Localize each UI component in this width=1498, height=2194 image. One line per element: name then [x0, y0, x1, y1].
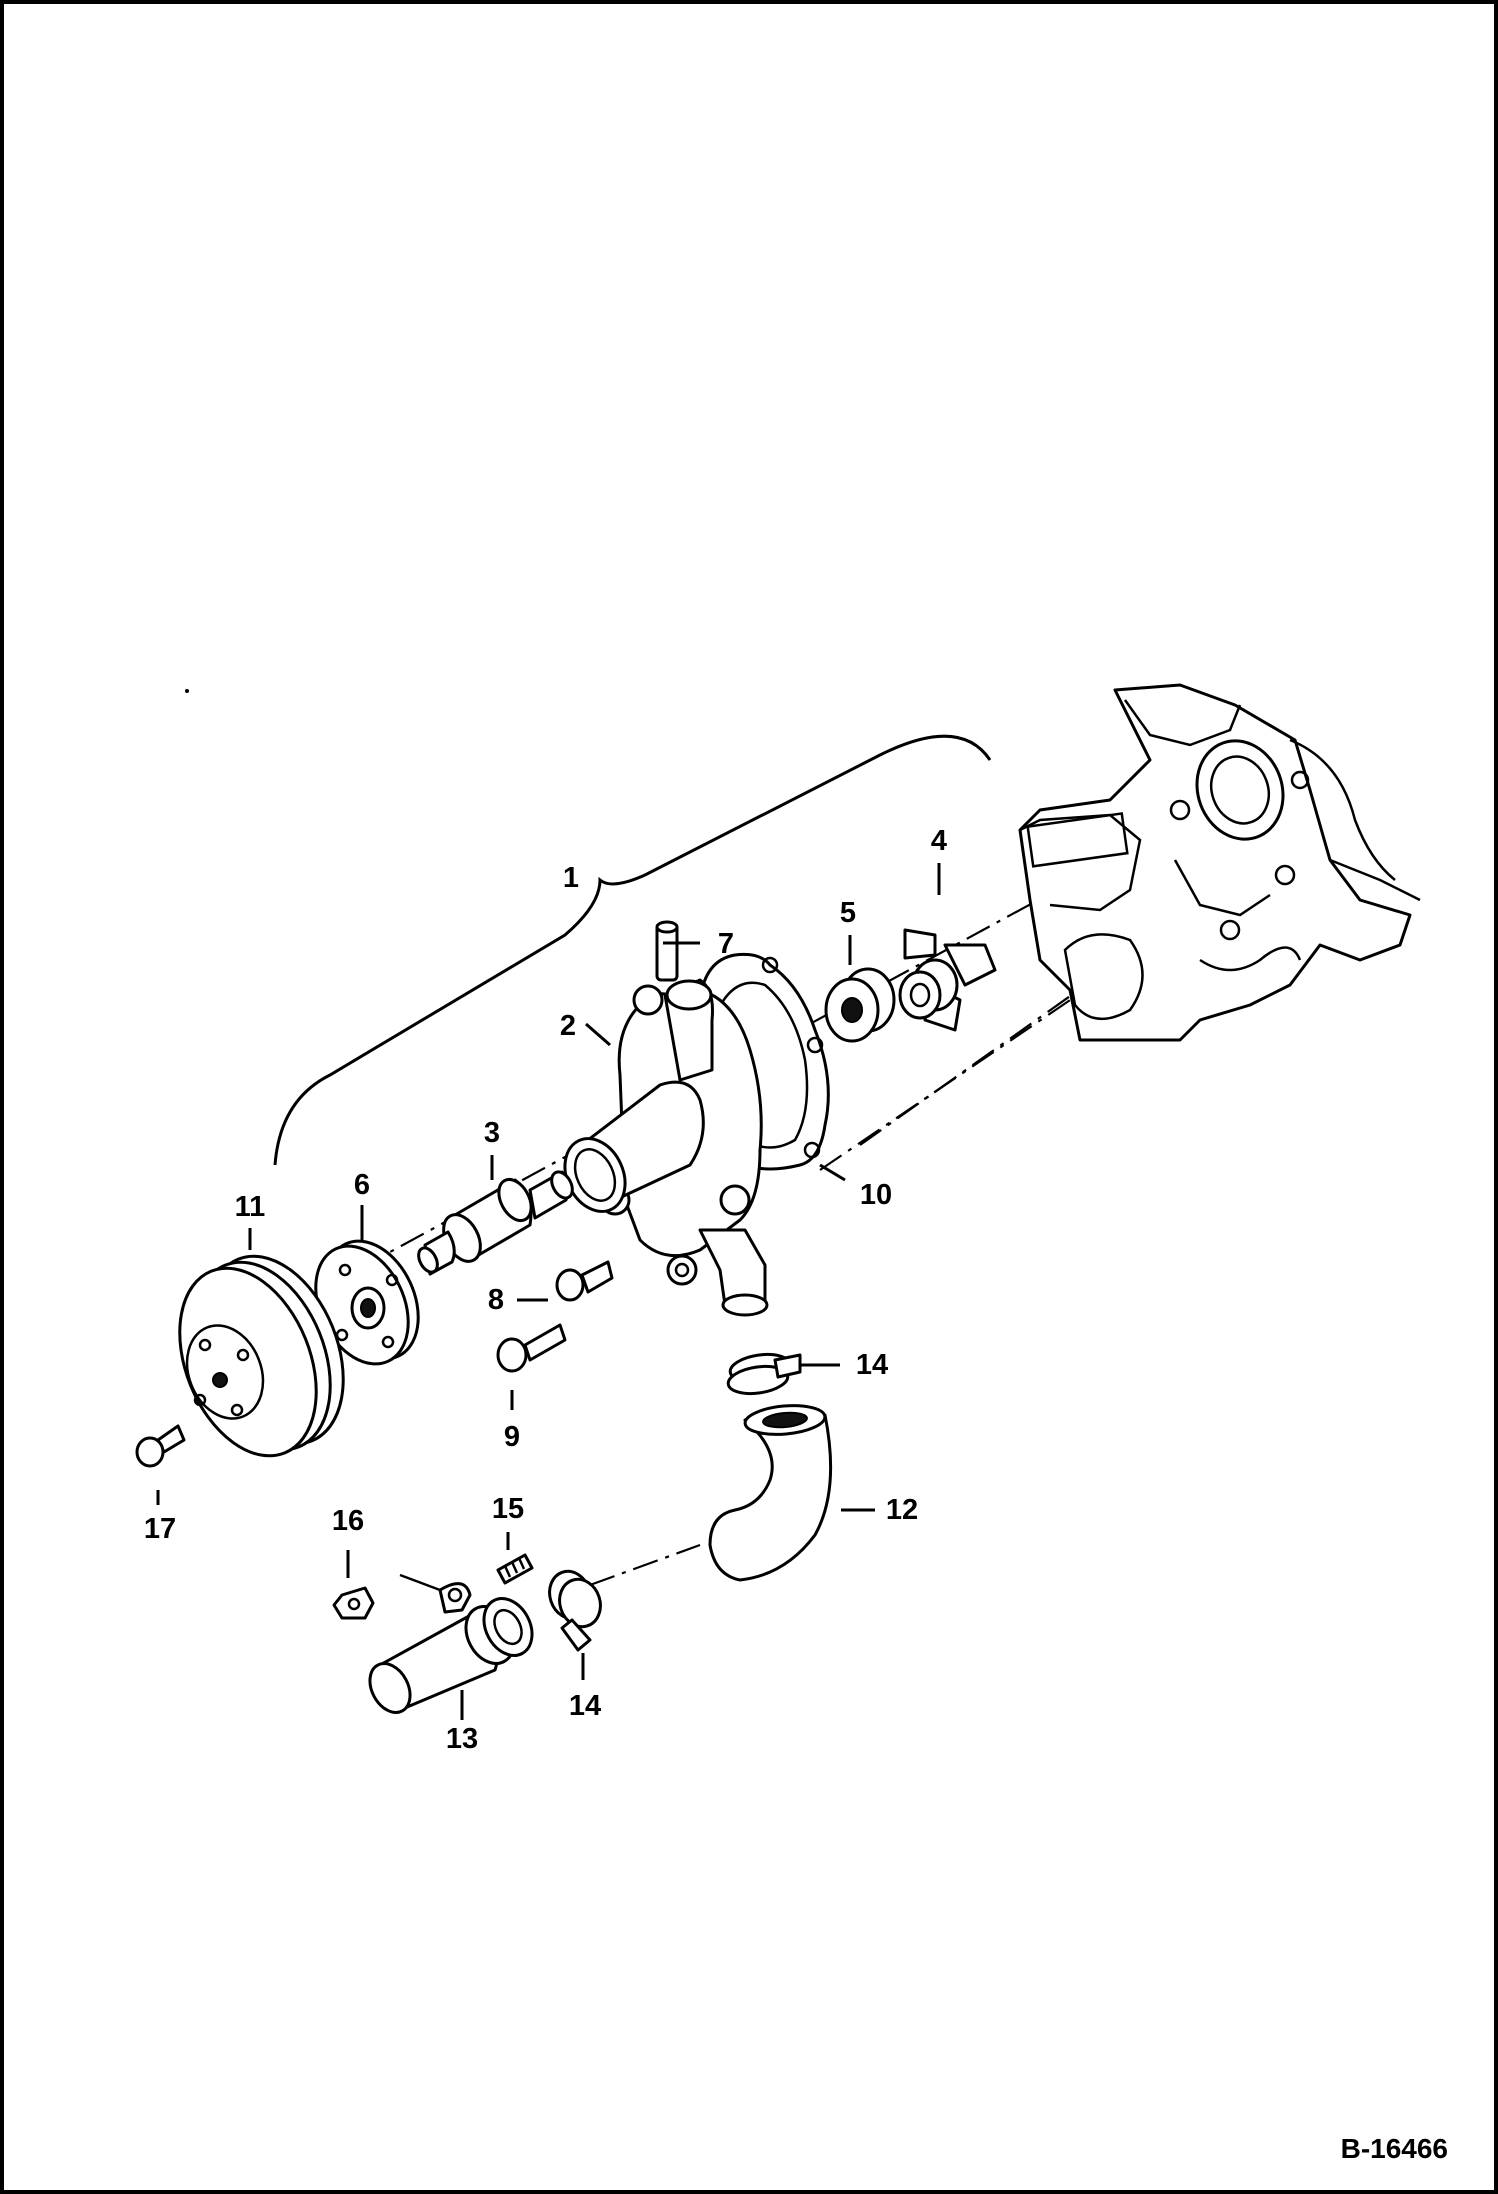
water-pipe [368, 1573, 534, 1714]
bolt-long [496, 1323, 567, 1373]
callout-3: 3 [484, 1117, 500, 1149]
callout-6: 6 [354, 1169, 370, 1201]
callout-17: 17 [144, 1513, 176, 1545]
hose-clamp-upper [726, 1352, 802, 1396]
pump-housing [563, 978, 769, 1317]
pulley [178, 1254, 345, 1458]
callout-14-lower: 14 [569, 1690, 601, 1722]
nut [332, 1586, 375, 1620]
assembly-bracket [273, 734, 992, 1166]
engine-block [1018, 683, 1421, 1042]
impeller [898, 928, 997, 1032]
callout-13: 13 [446, 1723, 478, 1755]
leader-lines [156, 863, 941, 1720]
bolt-short [555, 1260, 614, 1302]
elbow-hose [708, 1404, 833, 1582]
callout-7: 7 [718, 928, 734, 960]
callout-1: 1 [563, 862, 579, 894]
seal [824, 967, 896, 1043]
callout-9: 9 [504, 1421, 520, 1453]
callout-12: 12 [886, 1494, 918, 1526]
callout-8: 8 [488, 1284, 504, 1316]
callout-15: 15 [492, 1493, 524, 1525]
hose-clamp-lower [548, 1569, 602, 1652]
stud [496, 1553, 534, 1585]
callout-10: 10 [860, 1179, 892, 1211]
callout-11: 11 [235, 1191, 266, 1223]
callout-4: 4 [931, 825, 947, 857]
callout-14-upper: 14 [856, 1349, 888, 1381]
stray-dot [185, 689, 189, 693]
dowel-pin [655, 920, 679, 982]
figure-id: B-16466 [1341, 2133, 1448, 2164]
callout-labels: 1 2 3 4 5 6 7 8 9 10 11 12 13 14 14 15 1… [144, 825, 947, 1755]
pulley-bolt [135, 1424, 186, 1468]
callout-16: 16 [332, 1505, 364, 1537]
callout-2: 2 [560, 1010, 576, 1042]
shaft-bearing [417, 1170, 574, 1276]
callout-5: 5 [840, 897, 856, 929]
hub-flange [314, 1239, 420, 1366]
